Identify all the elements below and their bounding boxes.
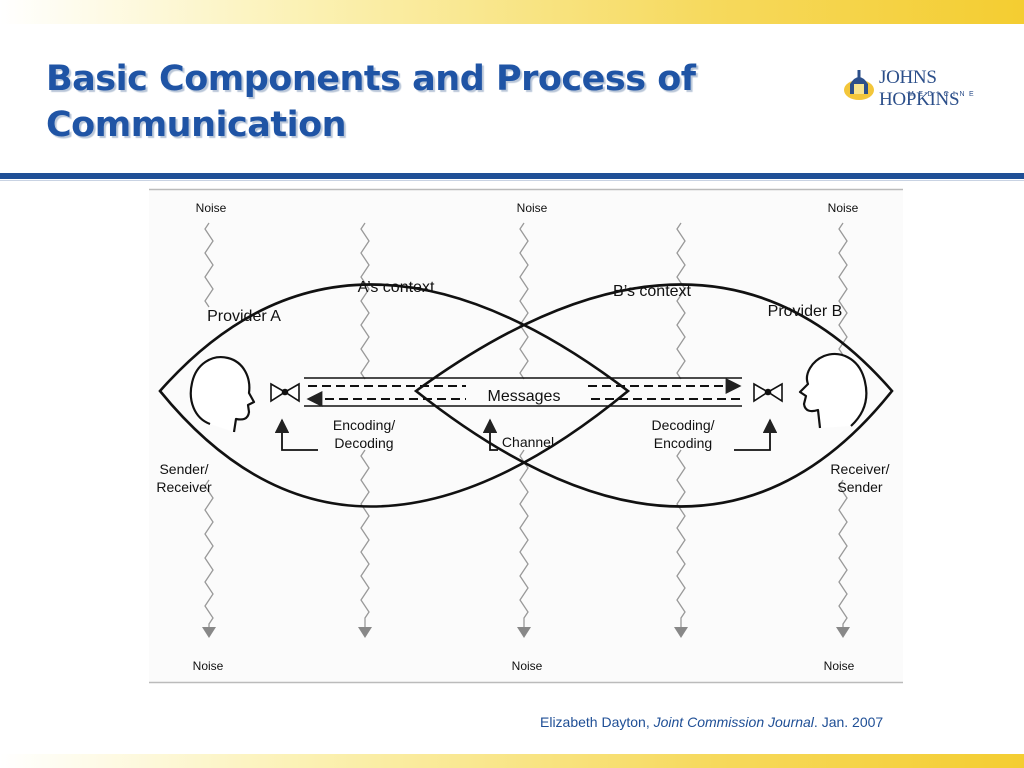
- diagram-background: [149, 189, 903, 683]
- noise-line-1: [204, 222, 214, 308]
- noise-line-4-lower: [676, 449, 686, 628]
- receiver-sender-label-2: Sender: [837, 479, 882, 495]
- noise-line-4: [676, 222, 686, 380]
- b-context-label: B’s context: [613, 283, 692, 300]
- title-line-1: Basic Components and Process of: [46, 59, 696, 99]
- provider-b-head-icon: [798, 352, 868, 429]
- receiver-sender-label-1: Receiver/: [830, 461, 889, 477]
- noise-line-2-lower: [360, 449, 370, 628]
- noise-label-top-left: Noise: [196, 201, 227, 215]
- title-rule-shadow: [0, 180, 1024, 181]
- logo-name: JOHNS HOPKINS: [879, 67, 960, 110]
- noise-line-5: [838, 222, 848, 356]
- noise-label-bottom-center: Noise: [512, 659, 543, 673]
- citation-date: . Jan. 2007: [813, 714, 884, 730]
- noise-line-2: [360, 222, 370, 380]
- encoding-a-arrow: [274, 418, 318, 451]
- transducer-b-icon: [753, 382, 783, 403]
- a-context-boundary: [158, 283, 631, 508]
- johns-hopkins-logo: JOHNS HOPKINS MEDICINE: [842, 64, 1012, 110]
- noise-arrowheads: [202, 627, 850, 638]
- bottom-gradient-bar: [0, 754, 1024, 768]
- provider-a-label: Provider A: [207, 308, 281, 325]
- title-line-2: Communication: [46, 105, 347, 145]
- provider-a-head-icon: [189, 356, 256, 433]
- slide-title: Basic Components and Process of Communic…: [46, 56, 746, 148]
- provider-b-label: Provider B: [768, 303, 843, 320]
- title-rule: [0, 173, 1024, 179]
- channel-label: Channel: [502, 434, 554, 450]
- encoding-decoding-label-2: Decoding: [334, 435, 393, 451]
- citation-journal: Joint Commission Journal: [653, 714, 814, 730]
- noise-arrowhead-2: [358, 627, 372, 638]
- a-context-label: A’s context: [358, 279, 435, 296]
- communication-diagram: Noise Noise Noise Noise Noise Noise A’s …: [148, 188, 904, 684]
- noise-label-top-right: Noise: [828, 201, 859, 215]
- diagram-labels: Noise Noise Noise Noise Noise Noise A’s …: [156, 201, 889, 673]
- noise-line-1-lower: [204, 479, 214, 628]
- sender-receiver-label-2: Receiver: [156, 479, 212, 495]
- messages-label-background: [466, 382, 586, 404]
- citation: Elizabeth Dayton, Joint Commission Journ…: [540, 714, 960, 730]
- noise-arrowhead-1: [202, 627, 216, 638]
- noise-label-top-center: Noise: [517, 201, 548, 215]
- logo-sub: MEDICINE: [908, 91, 979, 98]
- noise-arrowhead-4: [674, 627, 688, 638]
- diagram-canvas: Noise Noise Noise Noise Noise Noise A’s …: [149, 188, 903, 684]
- channel-arrow: [482, 418, 498, 451]
- citation-author: Elizabeth Dayton,: [540, 714, 654, 730]
- b-context-boundary: [413, 283, 894, 508]
- noise-line-3: [519, 222, 529, 380]
- noise-arrowhead-3: [517, 627, 531, 638]
- encoding-decoding-label-1: Encoding/: [333, 417, 395, 433]
- transducer-a-icon: [270, 382, 300, 403]
- noise-label-bottom-right: Noise: [824, 659, 855, 673]
- messages-label: Messages: [488, 388, 561, 405]
- dome-icon: [844, 70, 874, 100]
- decoding-encoding-label-1: Decoding/: [651, 417, 714, 433]
- noise-lines: [204, 222, 848, 628]
- decoding-encoding-label-2: Encoding: [654, 435, 712, 451]
- encoding-b-arrow: [734, 418, 778, 451]
- noise-arrowhead-5: [836, 627, 850, 638]
- sender-receiver-label-1: Sender/: [159, 461, 208, 477]
- noise-label-bottom-left: Noise: [193, 659, 224, 673]
- noise-line-5-lower: [838, 479, 848, 628]
- noise-line-3-lower: [519, 449, 529, 628]
- top-gradient-bar: [0, 0, 1024, 24]
